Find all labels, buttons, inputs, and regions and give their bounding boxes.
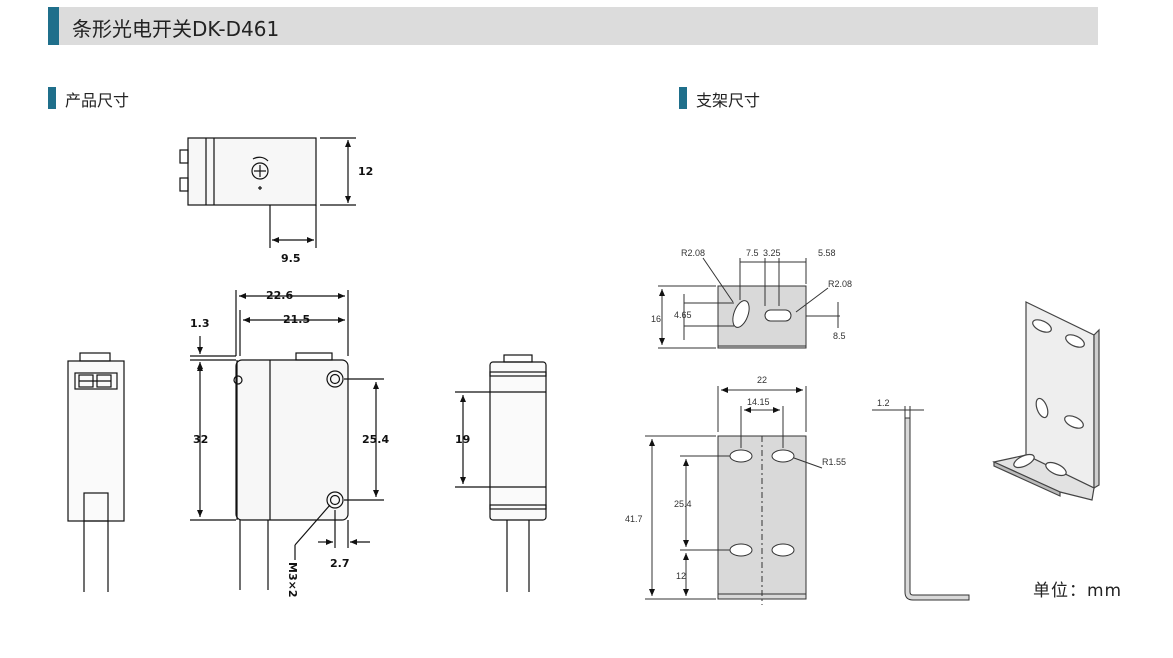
product-top-view [179, 137, 356, 248]
dim-screw: M3×2 [286, 562, 299, 597]
title-bar: 条形光电开关DK-D461 [48, 7, 1098, 45]
dim-hole-edge: 2.7 [330, 557, 350, 570]
section-accent [679, 87, 687, 109]
dim-body-len: 21.5 [283, 313, 310, 326]
dim-h465: 4.65 [674, 310, 692, 320]
dim-d1: 7.5 [746, 248, 759, 258]
unit-label: 单位：mm [1033, 581, 1123, 601]
bracket-top-view [658, 257, 840, 349]
dim-width-top: 9.5 [281, 252, 301, 265]
bracket-isometric-view [992, 301, 1100, 501]
dim-offset: 1.3 [190, 317, 210, 330]
product-main-view [190, 290, 384, 590]
dim-d2: 3.25 [763, 248, 781, 258]
dim-h16: 16 [651, 314, 661, 324]
dim-height-top: 12 [358, 165, 373, 178]
dim-height: 32 [193, 433, 208, 446]
dim-lens-height: 19 [455, 433, 470, 446]
dim-t12: 1.2 [877, 398, 890, 408]
section-bracket-label: 支架尺寸 [696, 91, 761, 110]
bracket-front-view [645, 386, 823, 605]
page-title: 条形光电开关DK-D461 [72, 17, 280, 41]
dim-h85: 8.5 [833, 331, 846, 341]
product-end-view-right [455, 354, 547, 592]
dim-r1: R2.08 [681, 248, 705, 258]
dim-total-len: 22.6 [266, 289, 293, 302]
dim-h12: 12 [676, 571, 686, 581]
dim-hole-pitch: 25.4 [362, 433, 389, 446]
dim-h254: 25.4 [674, 499, 692, 509]
dim-d3: 5.58 [818, 248, 836, 258]
product-end-view-left [67, 352, 125, 592]
dim-h417: 41.7 [625, 514, 643, 524]
dim-w1415: 14.15 [747, 397, 770, 407]
title-accent [48, 7, 59, 45]
section-product-label: 产品尺寸 [65, 91, 130, 110]
dim-r2: R2.08 [828, 279, 852, 289]
dim-r155: R1.55 [822, 457, 846, 467]
dim-w22: 22 [757, 375, 767, 385]
bracket-side-view [872, 406, 970, 601]
section-accent [48, 87, 56, 109]
